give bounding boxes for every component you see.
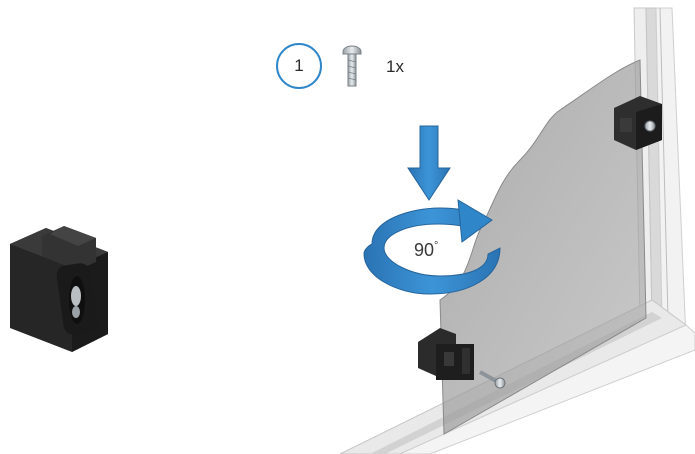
- screw-icon: [343, 46, 361, 86]
- part-quantity-label: 1x: [386, 57, 404, 77]
- step-number-badge: 1: [276, 43, 322, 89]
- rotation-angle-unit: °: [434, 240, 438, 252]
- step-number: 1: [294, 56, 303, 76]
- rotation-angle-label: 90°: [414, 240, 438, 261]
- rotation-angle-value: 90: [414, 240, 434, 260]
- loose-clip: [10, 226, 108, 352]
- down-arrow-icon: [408, 126, 450, 200]
